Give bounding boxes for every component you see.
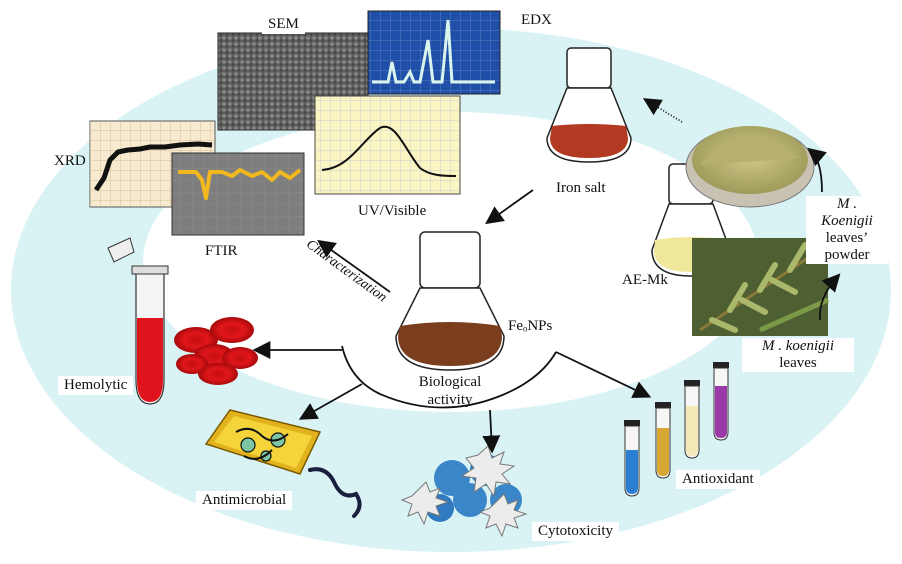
sem-label: SEM (262, 15, 305, 34)
xrd-label: XRD (54, 153, 86, 169)
powder-label-line1: M . (837, 196, 857, 212)
leaves-image (692, 238, 830, 336)
antioxidant-label: Antioxidant (676, 470, 760, 489)
antioxidant-tubes (624, 362, 729, 497)
antimicrobial-plate (204, 409, 362, 518)
arrows (252, 98, 841, 454)
edx-label: EDX (515, 11, 558, 30)
biological-curve (341, 345, 557, 409)
leaves-label: M . koenigii leaves (742, 338, 854, 372)
powder-label-line4: powder (824, 247, 870, 263)
sem-image (217, 32, 369, 131)
arrow-to-antioxidant (555, 351, 652, 398)
fe-nps-flask (395, 231, 505, 371)
uv-visible-chart (314, 95, 461, 195)
ftir-chart (171, 152, 305, 236)
hemolytic-label: Hemolytic (58, 376, 134, 395)
powder-label: M . Koenigii leaves’ powder (806, 196, 888, 264)
arrow-label-to-powder (807, 147, 827, 193)
biological-activity-label-line1: Biological (418, 374, 482, 390)
red-blood-cells (174, 317, 258, 385)
ftir-label: FTIR (205, 243, 238, 259)
cytotoxicity-cells (400, 445, 528, 538)
arrow-characterization (317, 239, 391, 293)
ae-mk-label: AE-Mk (622, 272, 668, 288)
antimicrobial-label: Antimicrobial (196, 491, 293, 510)
arrow-to-antimicrobial (298, 383, 363, 420)
iron-salt-label: Iron salt (556, 180, 606, 196)
biological-activity-label-line2: activity (427, 392, 473, 408)
arrow-leaves-to-label (818, 273, 841, 321)
powder-label-line2: Koenigii (821, 213, 873, 229)
arrow-iron-salt-to-fe-nps (485, 189, 534, 225)
iron-salt-flask (546, 47, 632, 163)
hemolytic-tube (107, 237, 169, 405)
uv-visible-label: UV/Visible (358, 203, 427, 219)
fe-nps-label: FeₒNPs (508, 318, 553, 334)
powder-dish (685, 126, 815, 208)
leaves-label-line2: leaves (779, 355, 817, 371)
edx-chart (367, 10, 501, 95)
powder-label-line3: leaves’ (825, 230, 869, 246)
arrow-powder-to-iron-salt (642, 98, 683, 123)
arrow-to-cytotoxicity (482, 409, 501, 454)
leaves-label-line1: M . koenigii (761, 338, 835, 354)
cytotoxicity-label: Cytotoxicity (532, 522, 619, 541)
